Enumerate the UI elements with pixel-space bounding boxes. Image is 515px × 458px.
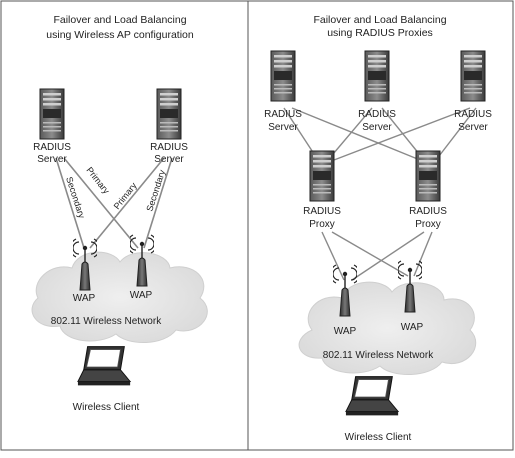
left-network-label: 802.11 Wireless Network: [51, 316, 162, 327]
left-link-primary-1: Primary: [84, 165, 111, 196]
link-p2-w1: [351, 231, 425, 281]
right-title-line2: using RADIUS Proxies: [327, 27, 433, 39]
right-wap2-label: WAP: [401, 322, 424, 333]
right-radius-server-1: [270, 50, 296, 102]
right-server2-label1: RADIUS: [358, 109, 396, 120]
right-radius-server-3: [460, 50, 486, 102]
link-p2-w2: [413, 231, 433, 277]
left-links: [55, 157, 173, 249]
right-server1-label2: Server: [268, 122, 298, 133]
right-proxy2-label1: RADIUS: [409, 206, 447, 217]
right-radius-proxy-1: [309, 150, 335, 202]
left-laptop-icon: [77, 346, 131, 386]
left-client-label: Wireless Client: [73, 402, 140, 413]
right-server1-label1: RADIUS: [264, 109, 302, 120]
left-title-line1: Failover and Load Balancing: [53, 14, 186, 26]
right-server3-label2: Server: [458, 122, 488, 133]
link-server1-wap2: [63, 157, 139, 249]
left-title-line2: using Wireless AP configuration: [46, 29, 194, 41]
link-s1-p2: [291, 107, 421, 161]
link-s3-p1: [333, 107, 471, 161]
left-wap2-label: WAP: [130, 290, 153, 301]
left-radius-server-2: [156, 88, 182, 140]
link-server2-wap1: [89, 157, 165, 249]
left-network-cloud: [31, 251, 208, 344]
left-server2-label1: RADIUS: [150, 142, 188, 153]
right-proxy-wap-links: [321, 231, 433, 281]
left-link-secondary-2: Secondary: [144, 168, 167, 212]
right-client-label: Wireless Client: [345, 432, 412, 443]
right-radius-proxy-2: [415, 150, 441, 202]
right-proxy1-label1: RADIUS: [303, 206, 341, 217]
left-wap1-label: WAP: [73, 293, 96, 304]
left-link-primary-2: Primary: [112, 180, 139, 211]
link-p1-w1: [321, 231, 345, 281]
right-server2-label2: Server: [362, 122, 392, 133]
left-server1-label1: RADIUS: [33, 142, 71, 153]
link-server2-wap2: [143, 157, 173, 249]
right-panel-border: [247, 0, 514, 451]
link-s3-p2: [435, 107, 477, 161]
link-s2-p1: [327, 107, 373, 161]
left-radius-server-1: [39, 88, 65, 140]
left-server2-label2: Server: [154, 154, 184, 165]
right-network-label: 802.11 Wireless Network: [323, 350, 434, 361]
right-laptop-icon: [345, 376, 399, 416]
link-p1-w2: [331, 231, 409, 277]
left-server1-label2: Server: [37, 154, 67, 165]
right-radius-server-2: [364, 50, 390, 102]
right-proxy2-label2: Proxy: [415, 219, 441, 230]
link-server1-wap1: [55, 157, 85, 249]
right-proxy1-label2: Proxy: [309, 219, 335, 230]
right-title-line1: Failover and Load Balancing: [313, 14, 446, 26]
right-wap1-label: WAP: [334, 326, 357, 337]
right-server3-label1: RADIUS: [454, 109, 492, 120]
